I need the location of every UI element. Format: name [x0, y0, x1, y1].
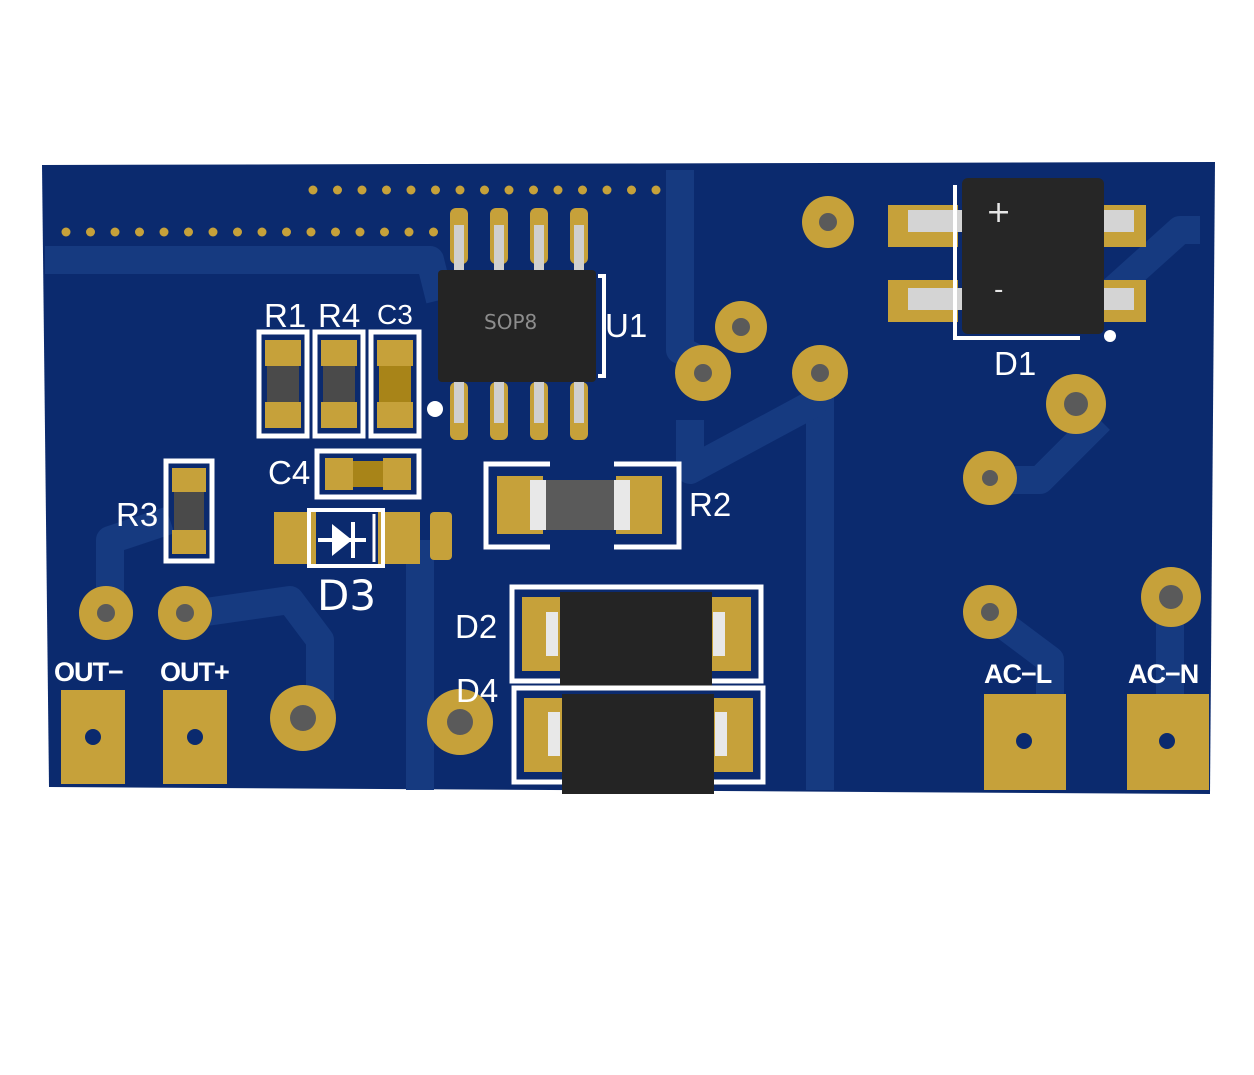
label-r3: R3	[116, 496, 158, 533]
label-ac-n: AC−N	[1128, 659, 1198, 689]
label-ac-l: AC−L	[984, 659, 1052, 689]
via-drill	[290, 705, 316, 731]
resistor-r4	[312, 329, 366, 439]
ic-u1	[427, 208, 606, 440]
via-dot	[208, 227, 218, 237]
via-dot	[86, 227, 95, 237]
via-row-top	[308, 185, 661, 195]
copper-traces	[45, 170, 1200, 790]
label-d4: D4	[456, 672, 498, 709]
via-drill	[819, 213, 837, 231]
label-c4: C4	[268, 454, 310, 491]
via-dot	[331, 227, 340, 237]
terminal-pad-ac-l	[984, 694, 1066, 790]
via-drill	[447, 709, 473, 735]
resistor-r2	[483, 461, 682, 550]
label-out-plus: OUT+	[160, 657, 229, 687]
via-dot	[431, 185, 440, 195]
label-out-minus: OUT−	[54, 657, 123, 687]
capacitor-c3	[368, 329, 422, 439]
via-dot	[306, 227, 316, 237]
via-drill	[1159, 585, 1183, 609]
via-row-left	[61, 227, 438, 237]
label-r2: R2	[689, 486, 731, 523]
label-d3: D3	[317, 571, 376, 620]
via-holes	[79, 196, 1201, 755]
via-dot	[308, 185, 318, 195]
u1-package-text: SOP8	[484, 310, 537, 334]
via-dot	[553, 185, 563, 195]
via-dot	[382, 185, 391, 195]
via-drill	[97, 604, 115, 622]
via-drill	[694, 364, 712, 382]
via-drill	[732, 318, 750, 336]
label-d1: D1	[994, 345, 1036, 382]
via-dot	[529, 185, 538, 195]
d1-minus-mark: -	[994, 275, 1003, 305]
via-dot	[184, 227, 193, 237]
diode-d4	[511, 685, 766, 794]
diode-d3	[274, 508, 452, 568]
via-dot	[333, 185, 342, 195]
diode-d2	[509, 584, 764, 688]
via-dot	[406, 185, 416, 195]
resistor-r3	[163, 458, 215, 564]
terminal-pad-ac-n	[1127, 694, 1209, 790]
label-d2: D2	[455, 608, 497, 645]
bridge-rectifier-d1	[888, 178, 1146, 342]
d1-plus-mark: +	[986, 195, 1011, 230]
via-dot	[110, 227, 120, 237]
via-dot	[357, 185, 367, 195]
resistor-r1	[256, 329, 310, 439]
via-dot	[627, 185, 636, 195]
label-r1: R1	[264, 297, 306, 334]
via-dot	[282, 227, 291, 237]
via-dot	[429, 227, 438, 237]
via-dot	[380, 227, 389, 237]
via-dot	[504, 185, 514, 195]
via-dot	[578, 185, 587, 195]
via-dot	[159, 227, 169, 237]
via-dot	[651, 185, 661, 195]
via-drill	[176, 604, 194, 622]
via-dot	[404, 227, 414, 237]
via-drill	[1064, 392, 1088, 416]
label-c3: C3	[377, 299, 413, 330]
via-dot	[61, 227, 71, 237]
via-dot	[602, 185, 612, 195]
via-dot	[455, 185, 465, 195]
terminal-pad-out-plus	[163, 690, 227, 784]
via-dot	[135, 227, 144, 237]
capacitor-c4	[314, 448, 422, 500]
label-u1: U1	[605, 307, 647, 344]
via-drill	[811, 364, 829, 382]
via-drill	[981, 603, 999, 621]
terminal-pad-out-minus	[61, 690, 125, 784]
label-r4: R4	[318, 297, 360, 334]
via-dot	[355, 227, 365, 237]
via-dot	[233, 227, 242, 237]
via-dot	[257, 227, 267, 237]
via-dot	[480, 185, 489, 195]
via-drill	[982, 470, 998, 486]
